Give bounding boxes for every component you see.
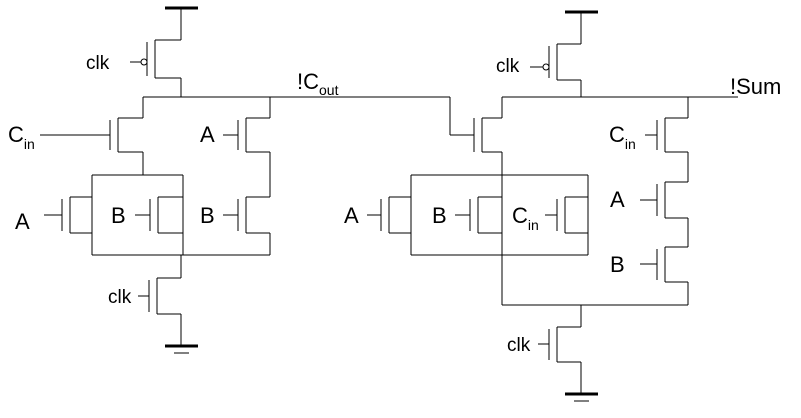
sum-label: !Sum: [730, 74, 781, 99]
nmos-cout-gate: [449, 97, 503, 305]
b-label: B: [432, 203, 447, 228]
clk-label: clk: [507, 335, 531, 356]
a-label: A: [610, 187, 625, 212]
parallel-a-b-cin-right: [367, 174, 589, 256]
evaluate-nmos-left: [138, 255, 182, 346]
carry-stage: [40, 6, 450, 354]
ground-left: [165, 344, 198, 354]
b-label: B: [111, 203, 126, 228]
a-label: A: [200, 122, 215, 147]
clk-label: clk: [496, 56, 520, 77]
a-label: A: [344, 203, 359, 228]
series-cin-a-b-right: [640, 97, 689, 305]
cin-label: Cin: [512, 203, 539, 233]
nmos-a-left-top: [223, 97, 271, 197]
clk-label: clk: [108, 287, 132, 308]
precharge-pmos-left: [130, 8, 182, 97]
cin-label: Cin: [8, 122, 35, 152]
b-label: B: [200, 203, 215, 228]
cout-label: !Cout: [297, 69, 339, 98]
precharge-pmos-right: [530, 12, 582, 97]
nmos-b-left-bottom: [223, 196, 271, 255]
a-label: A: [15, 209, 30, 234]
nmos-cin-left: [40, 97, 144, 175]
clk-label: clk: [86, 53, 110, 74]
b-label: B: [610, 252, 625, 277]
labels: clk !Cout Cin A A B B clk clk !Sum Cin A…: [8, 53, 781, 356]
ground-right: [565, 392, 598, 402]
evaluate-nmos-right: [538, 305, 582, 394]
cin-label: Cin: [609, 122, 636, 152]
sum-stage: [367, 10, 738, 402]
